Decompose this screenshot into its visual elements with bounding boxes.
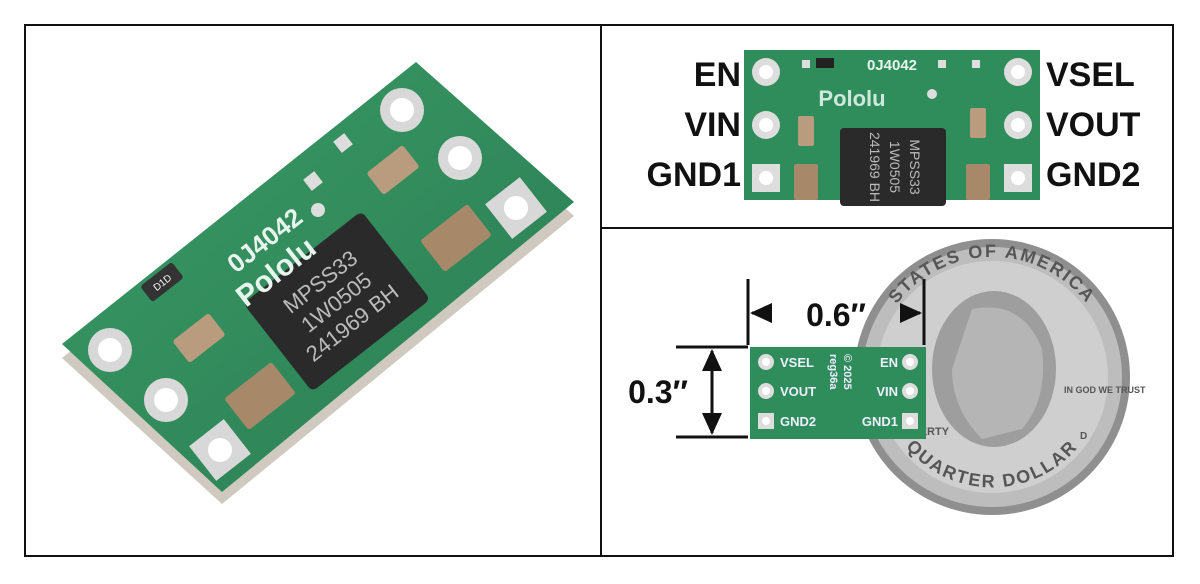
back-label-vsel: VSEL	[780, 355, 814, 370]
diode	[141, 263, 183, 301]
pin-label-gnd1: GND1	[646, 156, 741, 194]
top-part-code: 0J4042	[867, 57, 917, 74]
angled-board-panel: D1D MPSS33 1W0505 241969 BH Pololu 0J404…	[26, 26, 600, 555]
top-pads	[752, 58, 1032, 192]
pinout-panel: EN VIN GND1 VSEL VOUT GND2 0J4042 Pololu…	[602, 26, 1174, 227]
board-back-side: VSEL VOUT GND2 EN VIN GND1 © 2025 reg36a	[750, 347, 926, 439]
panel-divider-horizontal	[600, 227, 1174, 229]
width-label: 0.6″	[806, 297, 866, 333]
top-brand: Pololu	[818, 86, 885, 111]
back-label-gnd1: GND1	[862, 414, 898, 429]
back-label-en: EN	[880, 355, 898, 370]
top-ic-line-3: 241969 BH	[867, 132, 883, 202]
ic-chip: MPSS33 1W0505 241969 BH	[245, 213, 428, 390]
panel-divider-vertical	[600, 24, 602, 557]
pin-label-gnd2: GND2	[1046, 156, 1141, 194]
capacitors	[173, 146, 491, 430]
back-label-vout: VOUT	[780, 384, 816, 399]
angled-board-illustration: D1D MPSS33 1W0505 241969 BH Pololu 0J404…	[62, 62, 574, 504]
pin-label-vout: VOUT	[1046, 106, 1141, 144]
pin-label-vsel: VSEL	[1046, 56, 1135, 94]
pin-label-en: EN	[693, 56, 741, 94]
back-rev: reg36a	[827, 354, 839, 390]
top-ic-line-2: 1W0505	[887, 141, 903, 193]
top-ic-line-1: MPSS33	[907, 139, 923, 194]
height-label: 0.3″	[628, 374, 688, 410]
size-comparison-illustration: STATES OF AMERICA QUARTER DOLLAR IN GOD …	[628, 239, 1146, 515]
pin-pads	[88, 88, 547, 481]
coin-motto: IN GOD WE TRUST	[1064, 385, 1146, 395]
back-label-vin: VIN	[876, 384, 898, 399]
coin-mint: D	[1080, 431, 1087, 442]
back-year: © 2025	[841, 354, 853, 390]
size-comparison-panel: STATES OF AMERICA QUARTER DOLLAR IN GOD …	[602, 229, 1174, 555]
pin-label-vin: VIN	[684, 106, 741, 144]
back-label-gnd2: GND2	[780, 414, 816, 429]
top-ic	[840, 128, 946, 206]
figure-frame	[24, 24, 1174, 557]
top-view-board: 0J4042 Pololu MPSS33 1W0505 241969 BH	[744, 50, 1040, 206]
